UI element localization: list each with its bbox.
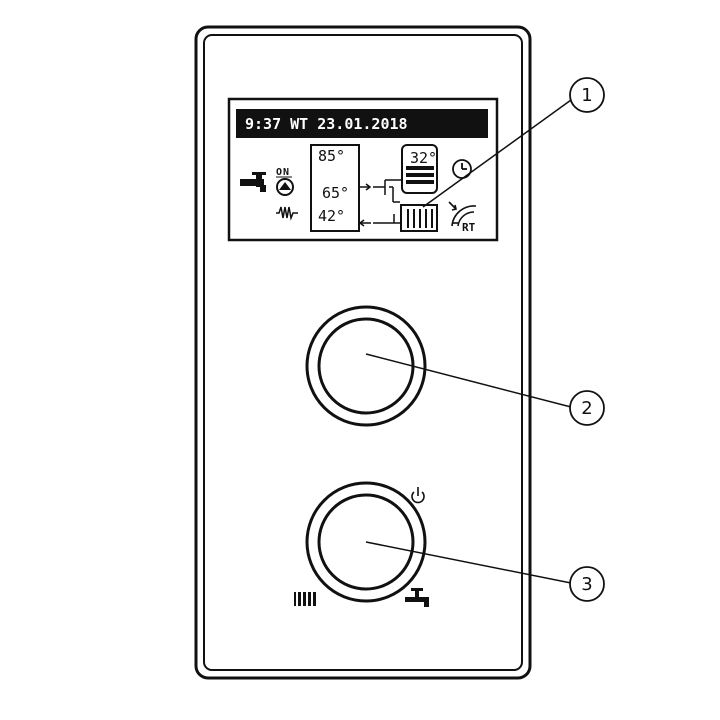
svg-text:2: 2: [581, 398, 592, 419]
callout-leader-3: [365, 541, 572, 584]
buffer-tank: [310, 144, 360, 232]
lcd-header-bar: [236, 109, 488, 138]
hot-water-tap-icon: [405, 588, 429, 607]
power-icon: [411, 487, 425, 504]
radiator-icon: [294, 592, 316, 606]
lcd-header-text: 9:37 WT 23.01.2018: [245, 115, 408, 133]
return-arrow: [358, 219, 371, 227]
lcd-display: 9:37 WT 23.01.2018 ON 85° 65° 42°: [227, 97, 499, 242]
temp-top: 85°: [318, 147, 345, 165]
callout-leader-2: [365, 353, 572, 408]
hot-water-cylinder: [401, 144, 438, 194]
radiator-block: [400, 204, 438, 232]
piping: [373, 179, 404, 224]
boiler-temp: 32°: [410, 149, 437, 167]
heater-coil-icon: [276, 206, 298, 221]
callout-3: 3: [569, 566, 605, 602]
callout-leader-1: [422, 99, 572, 208]
supply-arrow: [360, 183, 372, 191]
callout-leaders: [365, 99, 572, 584]
pump-icon: [276, 178, 294, 196]
temp-mid: 65°: [322, 184, 349, 202]
svg-text:1: 1: [581, 85, 592, 106]
temp-bottom: 42°: [318, 207, 345, 225]
room-thermostat-icon: [448, 201, 477, 227]
tap-icon: [240, 172, 266, 192]
callout-1: 1: [569, 77, 605, 113]
knob-upper[interactable]: [305, 305, 427, 427]
callout-2: 2: [569, 390, 605, 426]
pump-state-label: ON: [276, 167, 290, 178]
rt-label: RT: [462, 221, 476, 234]
svg-text:3: 3: [581, 574, 592, 595]
